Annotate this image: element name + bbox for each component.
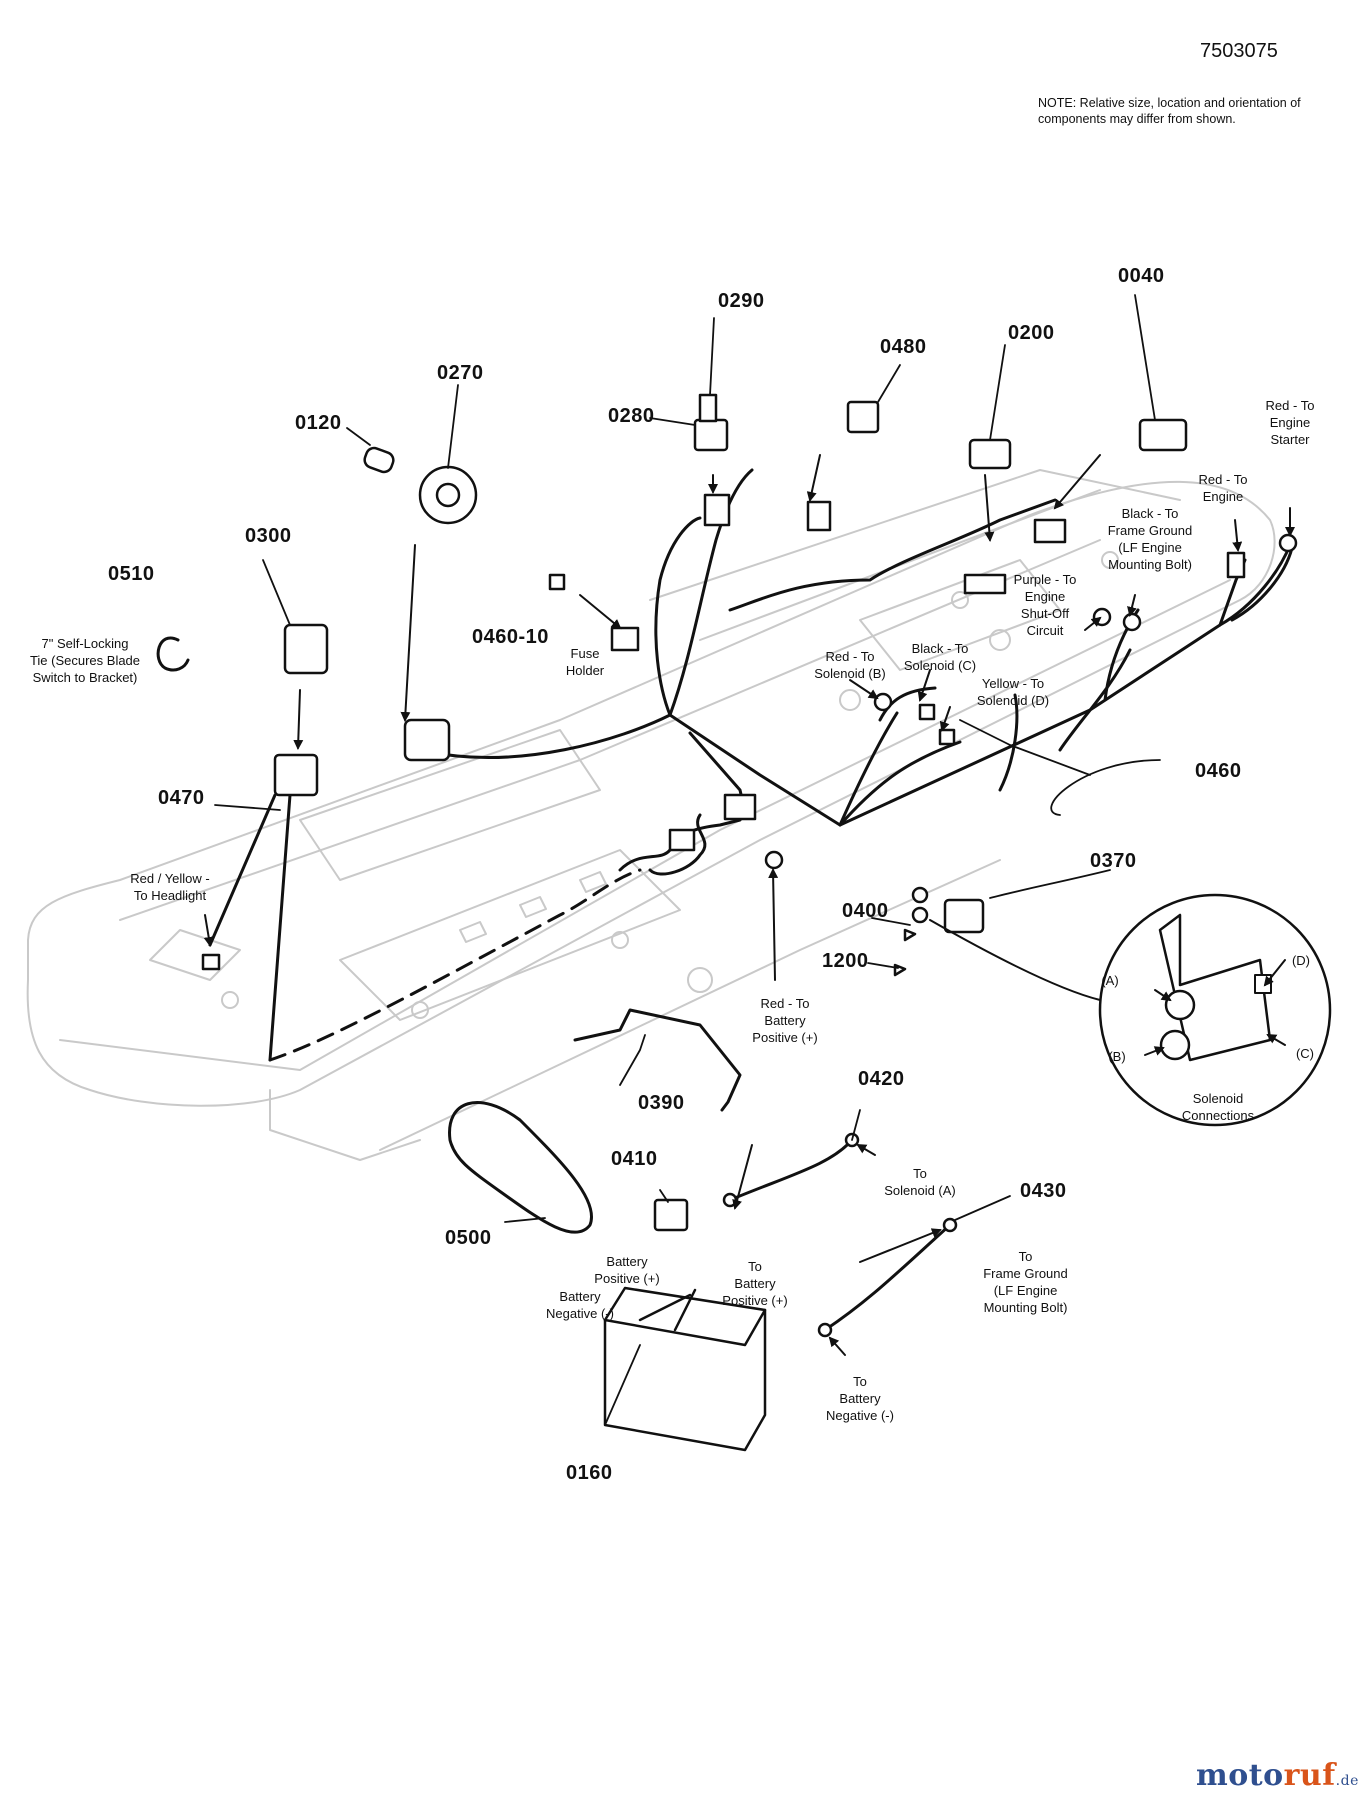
callout-black-solenoid-c: Black - To Solenoid (C) <box>903 641 977 673</box>
part-number-0270: 0270 <box>437 362 484 384</box>
part-number-0470: 0470 <box>158 787 205 809</box>
part-number-0300: 0300 <box>245 525 292 547</box>
part-number-0480: 0480 <box>880 336 927 358</box>
callout-fuse-holder: Fuse Holder <box>565 646 605 678</box>
self-locking-tie-0510 <box>156 636 190 672</box>
main-wiring-harness <box>428 468 1294 827</box>
callout-to-battery-negative: To Battery Negative (-) <box>826 1374 894 1423</box>
switch-0280 <box>693 418 729 452</box>
callout-red-solenoid-b: Red - To Solenoid (B) <box>814 649 886 681</box>
callout-self-locking-tie: 7" Self-Locking Tie (Secures Blade Switc… <box>29 636 141 685</box>
knob-0120 <box>363 446 395 474</box>
callout-to-battery-positive: To Battery Positive (+) <box>722 1259 788 1308</box>
part-number-0510: 0510 <box>108 563 155 585</box>
tractor-frame-outline <box>26 469 1276 1161</box>
callout-red-yellow-headlight: Red / Yellow - To Headlight <box>130 871 210 903</box>
strap-0500 <box>448 1101 593 1234</box>
switch-0040 <box>1138 418 1188 452</box>
part-number-0460-10: 0460-10 <box>472 626 549 648</box>
callout-red-engine: Red - To Engine <box>1198 472 1248 504</box>
cover-0410 <box>653 1198 689 1232</box>
solenoid-terminal-b: (B) <box>1108 1049 1126 1064</box>
part-number-0430: 0430 <box>1020 1180 1067 1202</box>
part-number-0500: 0500 <box>445 1227 492 1249</box>
part-number-0200: 0200 <box>1008 322 1055 344</box>
callout-to-frame-ground: To Frame Ground (LF Engine Mounting Bolt… <box>983 1249 1068 1315</box>
headlight-lead-dashed <box>268 868 642 1062</box>
callout-yellow-solenoid-d: Yellow - To Solenoid (D) <box>976 676 1050 708</box>
solenoid-terminal-a: (A) <box>1101 973 1119 988</box>
part-number-0120: 0120 <box>295 412 342 434</box>
part-number-0390: 0390 <box>638 1092 685 1114</box>
cable-0430 <box>823 1223 952 1332</box>
part-number-0160: 0160 <box>566 1462 613 1484</box>
solenoid-terminal-d: (D) <box>1291 953 1311 968</box>
part-number-0290: 0290 <box>718 290 765 312</box>
bracket-0390 <box>573 1008 742 1112</box>
relay-0300 <box>283 623 329 675</box>
solenoid-0370 <box>943 898 985 934</box>
part-number-1200: 1200 <box>822 950 869 972</box>
callout-purple-shutoff: Purple - To Engine Shut-Off Circuit <box>1013 572 1077 638</box>
callout-battery-negative: Battery Negative (-) <box>546 1289 614 1321</box>
part-number-0040: 0040 <box>1118 265 1165 287</box>
callout-to-solenoid-a: To Solenoid (A) <box>884 1166 956 1198</box>
callout-black-frame-ground: Black - To Frame Ground (LF Engine Mount… <box>1107 506 1193 572</box>
part-number-0410: 0410 <box>611 1148 658 1170</box>
callout-red-battery-positive: Red - To Battery Positive (+) <box>752 996 818 1045</box>
switch-0480 <box>846 400 880 434</box>
solenoid-terminal-c: (C) <box>1295 1046 1315 1061</box>
callout-red-engine-starter: Red - To Engine Starter <box>1265 398 1315 447</box>
part-number-0400: 0400 <box>842 900 889 922</box>
plug-0470 <box>273 753 319 797</box>
part-number-0420: 0420 <box>858 1068 905 1090</box>
callout-solenoid-connections: Solenoid Connections <box>1181 1091 1255 1123</box>
cable-0420 <box>728 1138 854 1202</box>
fuse-holder <box>610 626 640 652</box>
solenoid-detail-circle <box>1098 893 1332 1127</box>
battery-0160 <box>603 1308 767 1452</box>
part-number-0280: 0280 <box>608 405 655 427</box>
document-number: 7503075 <box>1200 40 1278 62</box>
orientation-note: NOTE: Relative size, location and orient… <box>1038 96 1301 126</box>
callout-battery-positive: Battery Positive (+) <box>594 1254 660 1286</box>
part-number-0460: 0460 <box>1195 760 1242 782</box>
motoruf-watermark-logo: motoruf.de <box>1196 1758 1358 1793</box>
connector-0200 <box>968 438 1012 470</box>
part-number-0370: 0370 <box>1090 850 1137 872</box>
